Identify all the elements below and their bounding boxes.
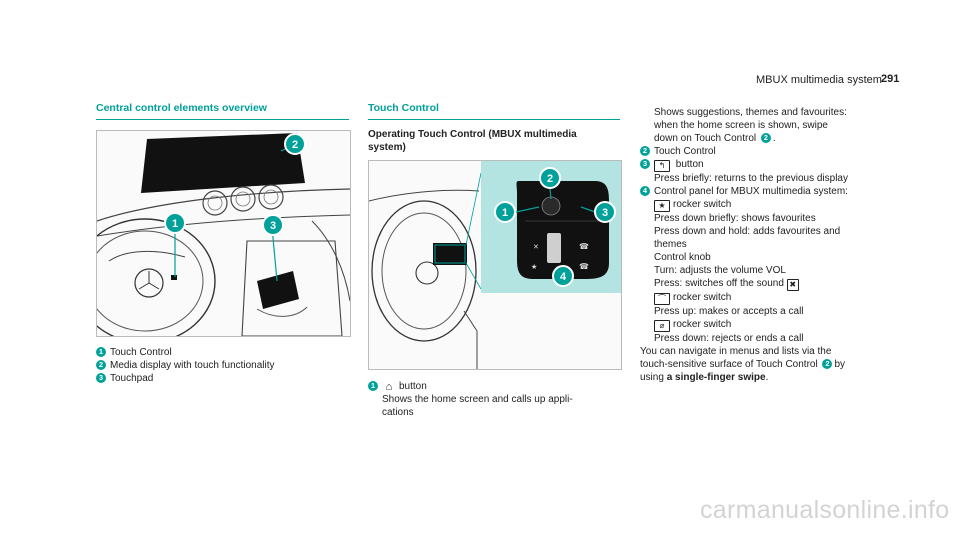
section-title-touch-control: Touch Control: [368, 102, 439, 114]
figure-central-controls: 1 2 3: [96, 130, 351, 337]
phone-reject-icon: ⌀: [654, 320, 670, 332]
middle-item-1: 1⌂button Shows the home screen and calls…: [368, 380, 573, 419]
callout-3-label: 3: [270, 220, 276, 232]
callout-2-label: 2: [292, 139, 298, 151]
subsection-title: Operating Touch Control (MBUX multimedia…: [368, 129, 577, 153]
touch-control-illustration: ✕ ☎ ☎ ★ 1 2 3 4: [369, 161, 621, 369]
inline-ref-2b: 2: [822, 359, 833, 369]
callout-2-label: 2: [547, 173, 553, 185]
home-icon: ⌂: [385, 381, 393, 393]
svg-text:☎: ☎: [579, 262, 589, 271]
callout-4-label: 4: [560, 271, 567, 283]
back-icon: ↰: [654, 160, 670, 172]
figure-touch-control: ✕ ☎ ☎ ★ 1 2 3 4: [368, 160, 622, 370]
section-divider-2: [368, 119, 620, 120]
inline-ref-2: 2: [760, 133, 771, 143]
central-controls-illustration: 1 2 3: [97, 133, 350, 336]
page-number: 291: [881, 73, 900, 85]
callout-2: 2: [539, 167, 561, 189]
star-icon: ★: [654, 200, 670, 212]
right-column: Shows suggestions, themes and favourites…: [640, 107, 848, 383]
item-3: 3↰ button: [640, 158, 848, 172]
mute-icon: ✖: [786, 279, 799, 291]
svg-text:☎: ☎: [579, 242, 589, 251]
callout-1-label: 1: [172, 218, 178, 230]
item-1-number: 1: [368, 381, 378, 391]
callout-3-label: 3: [602, 207, 608, 219]
callout-1: 1: [494, 201, 516, 223]
running-title: MBUX multimedia system: [756, 74, 882, 86]
section-divider: [96, 119, 349, 120]
callout-2: 2: [284, 133, 306, 155]
callout-4: 4: [552, 265, 574, 287]
watermark: carmanualsonline.info: [700, 496, 950, 524]
phone-accept-icon: ⌒: [654, 293, 670, 305]
svg-text:★: ★: [531, 263, 537, 271]
callout-1: 1: [164, 212, 186, 234]
svg-text:✕: ✕: [533, 244, 539, 251]
callout-3: 3: [594, 201, 616, 223]
section-title-central-controls: Central control elements overview: [96, 102, 267, 114]
callout-3: 3: [262, 214, 284, 236]
callout-1-label: 1: [502, 207, 508, 219]
